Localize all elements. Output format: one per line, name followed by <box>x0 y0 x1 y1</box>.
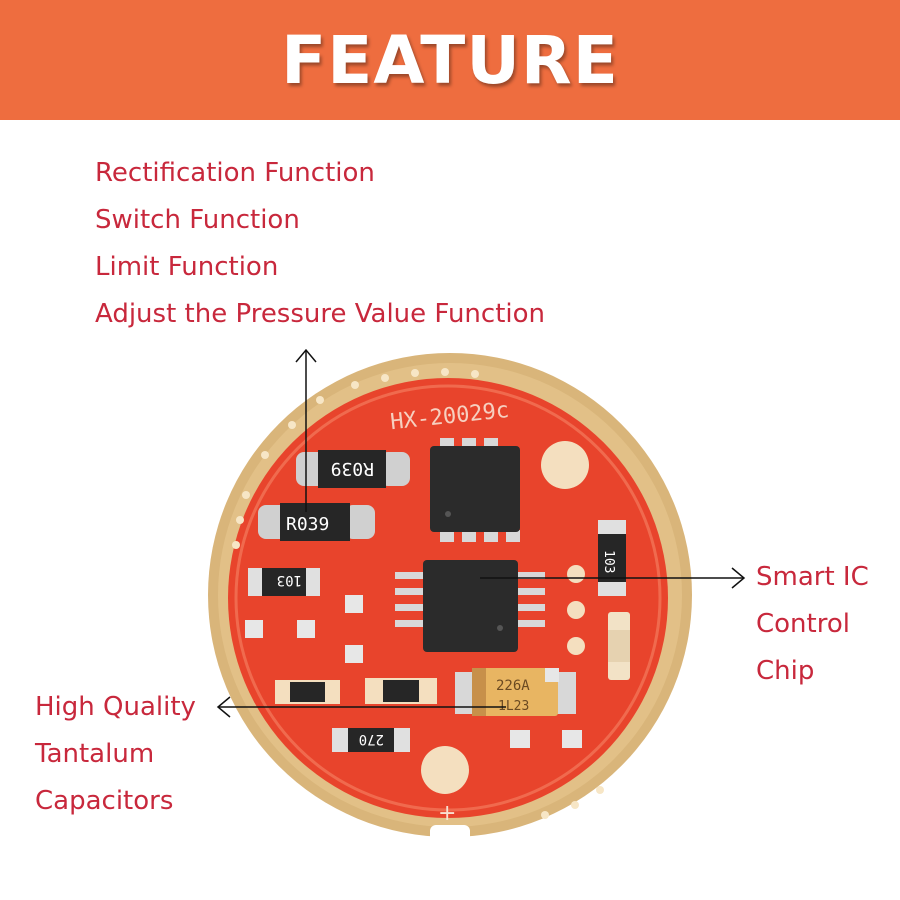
capacitor-callout-line: High Quality <box>35 692 196 722</box>
resistor-103-right-label: 103 <box>601 550 616 573</box>
resistor-103-left: 103 <box>248 568 320 596</box>
smart-ic-callout: Smart IC Control Chip <box>756 554 869 695</box>
feature-item-rectification: Rectification Function <box>95 158 375 188</box>
ceramic-capacitor-right <box>608 612 630 680</box>
feature-item-switch: Switch Function <box>95 205 300 235</box>
resistor-r039-bottom-label: R039 <box>286 514 329 535</box>
resistor-270-label: 270 <box>359 731 384 747</box>
arrow-to-smart-ic <box>480 567 746 589</box>
resistor-270: 270 <box>332 728 410 752</box>
solder-pads <box>245 595 582 748</box>
diode-left <box>275 680 340 704</box>
feature-list: Rectification Function Switch Function L… <box>95 150 545 338</box>
resistor-r039-top-label: R039 <box>331 458 374 479</box>
arrow-to-features <box>295 348 317 512</box>
capacitor-callout: High Quality Tantalum Capacitors <box>35 684 196 825</box>
smart-ic-callout-line: Smart IC <box>756 562 869 592</box>
capacitor-callout-line: Capacitors <box>35 786 174 816</box>
feature-item-pressure: Adjust the Pressure Value Function <box>95 299 546 329</box>
smart-ic-callout-line: Chip <box>756 656 815 686</box>
feature-item-limit: Limit Function <box>95 252 279 282</box>
resistor-103-right: 103 <box>598 520 626 596</box>
smart-ic-chip <box>395 560 545 652</box>
capacitor-code-top: 226A <box>496 678 530 694</box>
arrow-to-capacitor-label <box>216 696 506 718</box>
top-ic-chip <box>430 438 520 542</box>
feature-banner: FEATURE <box>0 0 900 120</box>
resistor-r039-bottom: R039 <box>258 503 375 541</box>
capacitor-code-bottom: 1L23 <box>498 699 529 714</box>
capacitor-callout-line: Tantalum <box>35 739 155 769</box>
polarity-mark: + <box>438 801 456 826</box>
resistor-103-left-label: 103 <box>277 572 302 588</box>
resistor-r039-top: R039 <box>296 450 410 488</box>
diode-middle <box>365 678 437 704</box>
smart-ic-callout-line: Control <box>756 609 850 639</box>
banner-title: FEATURE <box>281 21 619 99</box>
tantalum-capacitor: 226A 1L23 <box>455 668 576 716</box>
